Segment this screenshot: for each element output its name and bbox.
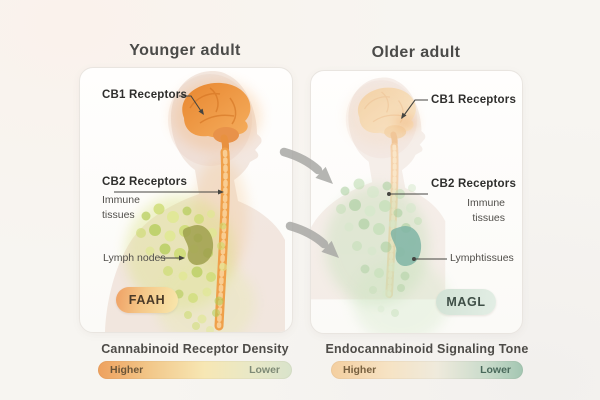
older-body-illustration <box>311 77 449 333</box>
density-legend: Cannabinoid Receptor Density Higher Lowe… <box>83 342 307 379</box>
tone-legend: Endocannabinoid Signaling Tone Higher Lo… <box>319 342 535 379</box>
density-lower-label: Lower <box>249 364 280 376</box>
cb1-leader-line <box>179 95 204 115</box>
brain-illustration <box>182 82 251 156</box>
lymph-tissues-label: Lymphtissues <box>450 252 514 264</box>
magl-badge: MAGL <box>436 289 496 315</box>
older-panel-title: Older adult <box>371 44 461 61</box>
cb2-receptors-label: CB2 Receptors <box>431 178 517 190</box>
older-adult-card: CB1 Receptors CB2 Receptors Immune tissu… <box>310 70 523 334</box>
tone-lower-label: Lower <box>480 364 511 376</box>
tone-gradient-bar: Higher Lower <box>331 361 523 379</box>
younger-body-illustration <box>105 71 285 332</box>
density-higher-label: Higher <box>110 364 144 376</box>
cb1-receptors-label: CB1 Receptors <box>102 89 188 101</box>
tone-higher-label: Higher <box>343 364 377 376</box>
cb2-receptors-label: CB2 Receptors <box>102 176 188 188</box>
density-gradient-bar: Higher Lower <box>98 361 292 379</box>
lymph-organ-illustration <box>182 224 214 265</box>
cb1-leader-line <box>401 99 428 119</box>
cb1-receptors-label: CB1 Receptors <box>431 94 517 106</box>
younger-adult-card: CB1 Receptors CB2 Receptors Immune tissu… <box>79 67 293 333</box>
lymph-nodes-label: Lymph nodes <box>103 252 166 264</box>
tone-legend-title: Endocannabinoid Signaling Tone <box>325 342 529 356</box>
younger-panel-title: Younger adult <box>129 42 241 59</box>
immune-tissues-label: Immune tissues <box>102 194 140 221</box>
lymph-organ-illustration <box>390 225 422 266</box>
immune-tissues-label: Immune tissues <box>467 197 505 224</box>
faah-badge: FAAH <box>116 287 178 313</box>
density-legend-title: Cannabinoid Receptor Density <box>101 342 289 356</box>
